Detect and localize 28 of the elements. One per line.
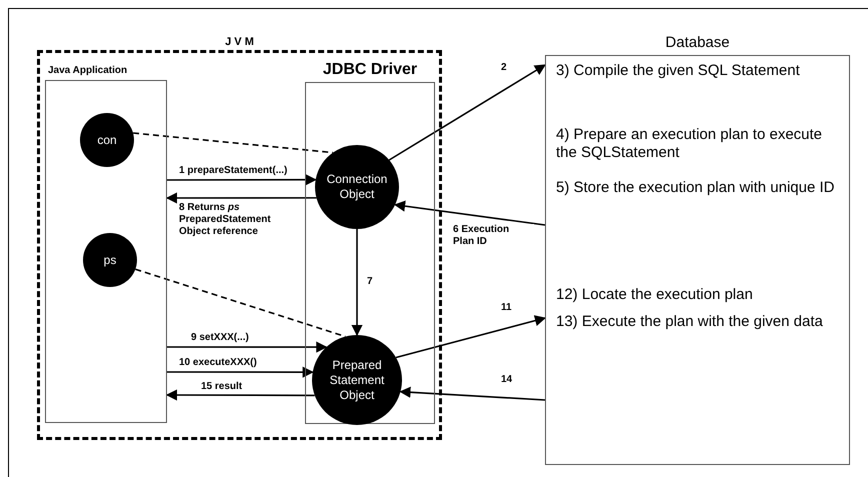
group-title: JDBC Driver xyxy=(322,61,418,79)
step-text: 13) Execute the plan with the given data xyxy=(556,313,824,331)
arrow xyxy=(351,229,363,336)
arrow xyxy=(167,174,317,186)
object-circle: con xyxy=(80,113,134,167)
dashed-line xyxy=(135,268,346,338)
step-text: 4) Prepare an execution plan to execute the SQLStatement xyxy=(556,126,824,162)
box-title: Database xyxy=(665,34,730,51)
edge-label: 9 setXXX(...) xyxy=(190,332,250,344)
step-text: 3) Compile the given SQL Statement xyxy=(556,62,801,80)
group-title: Java Application xyxy=(48,65,128,76)
arrow xyxy=(388,64,546,161)
step-text: 5) Store the execution plan with unique ID xyxy=(556,179,836,197)
arrow xyxy=(394,200,546,226)
object-circle: ps xyxy=(83,233,137,287)
dashed-line xyxy=(133,132,333,154)
arrow xyxy=(167,366,314,378)
group-title: J V M xyxy=(225,36,254,48)
object-circle: Connection Object xyxy=(315,145,399,229)
arrow xyxy=(167,341,328,353)
edge-label: 1 prepareStatement(...) xyxy=(178,165,288,177)
arrow xyxy=(396,315,546,358)
arrow xyxy=(166,192,316,204)
arrow xyxy=(399,386,546,401)
edge-label: 10 executeXXX() xyxy=(178,357,258,369)
step-text: 12) Locate the execution plan xyxy=(556,286,754,304)
arrow xyxy=(166,389,315,401)
object-circle: Prepared Statement Object xyxy=(312,335,402,425)
